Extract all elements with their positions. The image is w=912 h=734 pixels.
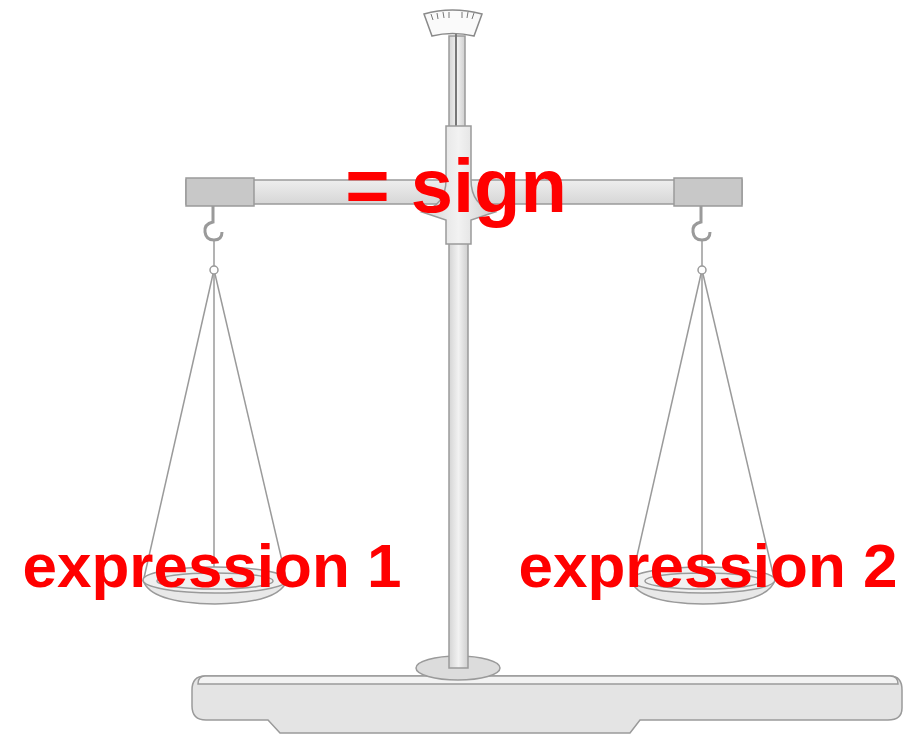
- scale-post: [449, 16, 468, 668]
- post-column: [449, 240, 468, 668]
- dial-face: [424, 10, 482, 36]
- left-hook: [205, 206, 222, 240]
- beam-end-left: [186, 178, 254, 206]
- left-string: [144, 274, 213, 578]
- scale-base: [192, 656, 902, 733]
- dial: [424, 10, 482, 36]
- right-string: [701, 240, 703, 266]
- right-expression-label: expression 2: [518, 535, 897, 597]
- left-string: [213, 240, 215, 266]
- base-slab: [192, 676, 902, 733]
- right-string: [632, 274, 701, 578]
- right-string: [703, 274, 774, 578]
- right-ring: [698, 266, 706, 274]
- dial-ticks: [431, 12, 474, 20]
- scale-beam: [186, 126, 742, 244]
- left-expression-label: expression 1: [22, 535, 401, 597]
- right-hook: [693, 206, 710, 240]
- left-string: [215, 274, 286, 578]
- base-top: [198, 676, 898, 684]
- left-ring: [210, 266, 218, 274]
- beam-end-right: [674, 178, 742, 206]
- equals-sign-label: = sign: [345, 148, 567, 224]
